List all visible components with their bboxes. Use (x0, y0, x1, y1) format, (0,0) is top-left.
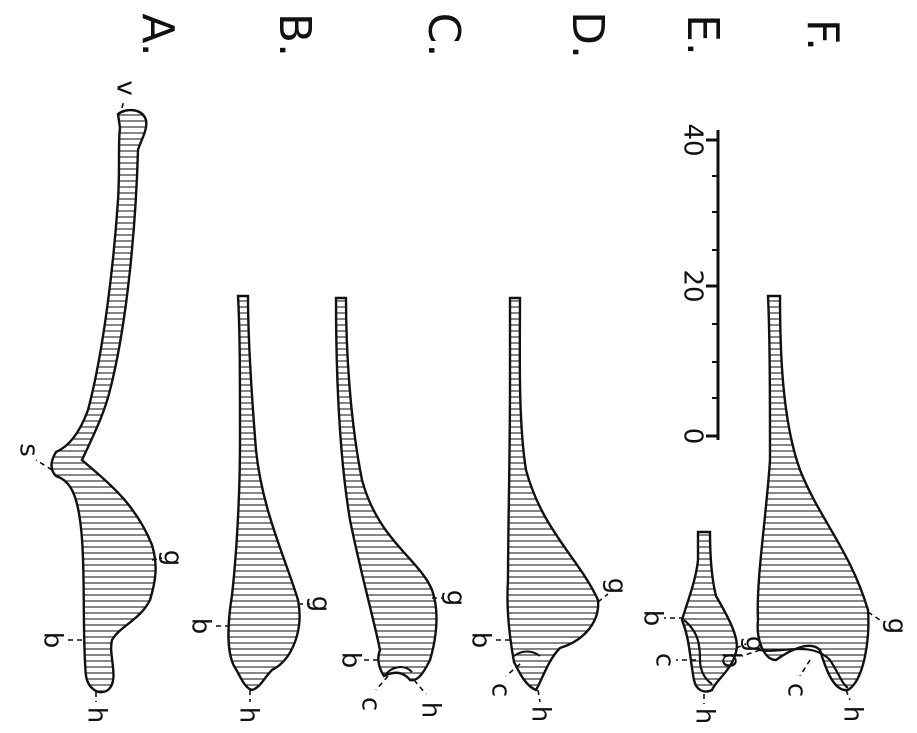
label-c-c: c (356, 697, 386, 711)
shape-c-cavity (383, 666, 413, 677)
figure-label-row: A. B. C. D. E. F. (132, 11, 848, 59)
scale-label-0: 0 (678, 428, 708, 445)
label-f-g: g (882, 618, 912, 635)
label-a-h: h (82, 707, 112, 723)
label-e-h: h (690, 708, 720, 724)
scale-label-40: 40 (678, 123, 708, 156)
label-d-h: h (526, 706, 556, 722)
shape-a: v s g b h (14, 80, 188, 723)
figure-label-c: C. (418, 13, 469, 58)
lead-d-h (537, 689, 541, 703)
label-d-b: b (466, 632, 496, 649)
figure-label-a: A. (132, 13, 183, 56)
label-a-g: g (158, 550, 188, 567)
scale-bar: 40 20 0 (678, 123, 720, 445)
shape-a-outline (50, 108, 157, 694)
lead-c-c (375, 675, 389, 691)
label-a-s: s (14, 443, 44, 457)
label-f-h: h (838, 706, 868, 722)
lead-a-g (151, 557, 163, 561)
shape-b: g b h (186, 294, 336, 723)
shape-d-outline (506, 296, 600, 692)
shape-c: g b c h (334, 296, 471, 718)
lead-c-h (413, 679, 427, 695)
shape-e-cavity (683, 619, 713, 685)
label-a-b: b (38, 632, 68, 649)
lead-d-g (597, 593, 609, 603)
label-b-b: b (186, 618, 216, 635)
lead-f-g (867, 611, 881, 621)
label-b-g: g (306, 596, 336, 613)
lead-a-s (35, 459, 53, 471)
label-f-c: c (782, 683, 812, 697)
label-e-b: b (638, 610, 668, 627)
figure-label-b: B. (269, 13, 320, 57)
label-f-b: b (716, 652, 746, 669)
lead-a-v (121, 99, 125, 109)
label-b-h: h (234, 707, 264, 723)
scale-minor-ticks (712, 175, 718, 399)
lead-f-b (741, 649, 761, 657)
figure-label-d: D. (562, 11, 613, 59)
label-c-b: b (336, 652, 366, 669)
figure-label-e: E. (677, 14, 728, 56)
scale-label-20: 20 (678, 269, 708, 302)
label-e-c: c (650, 653, 680, 667)
shape-d: g b c h (466, 296, 632, 722)
figure-label-f: F. (797, 19, 848, 51)
lead-f-c (799, 659, 811, 677)
lead-d-c (505, 663, 521, 677)
lead-f-h (845, 689, 851, 701)
label-d-c: c (486, 683, 516, 697)
label-c-h: h (416, 702, 446, 718)
label-d-g: g (602, 578, 632, 595)
shape-d-cavity (513, 650, 541, 657)
label-a-v: v (111, 80, 141, 95)
shape-e: g b c h (638, 530, 770, 724)
shape-b-outline (227, 294, 301, 692)
shape-c-outline (334, 296, 438, 682)
label-c-g: g (441, 590, 471, 607)
lead-e-g (735, 643, 747, 649)
shape-f-cavity (759, 647, 849, 689)
shape-e-outline (680, 530, 739, 693)
shape-f: g b c h (716, 294, 912, 722)
shape-f-outline (756, 294, 870, 692)
